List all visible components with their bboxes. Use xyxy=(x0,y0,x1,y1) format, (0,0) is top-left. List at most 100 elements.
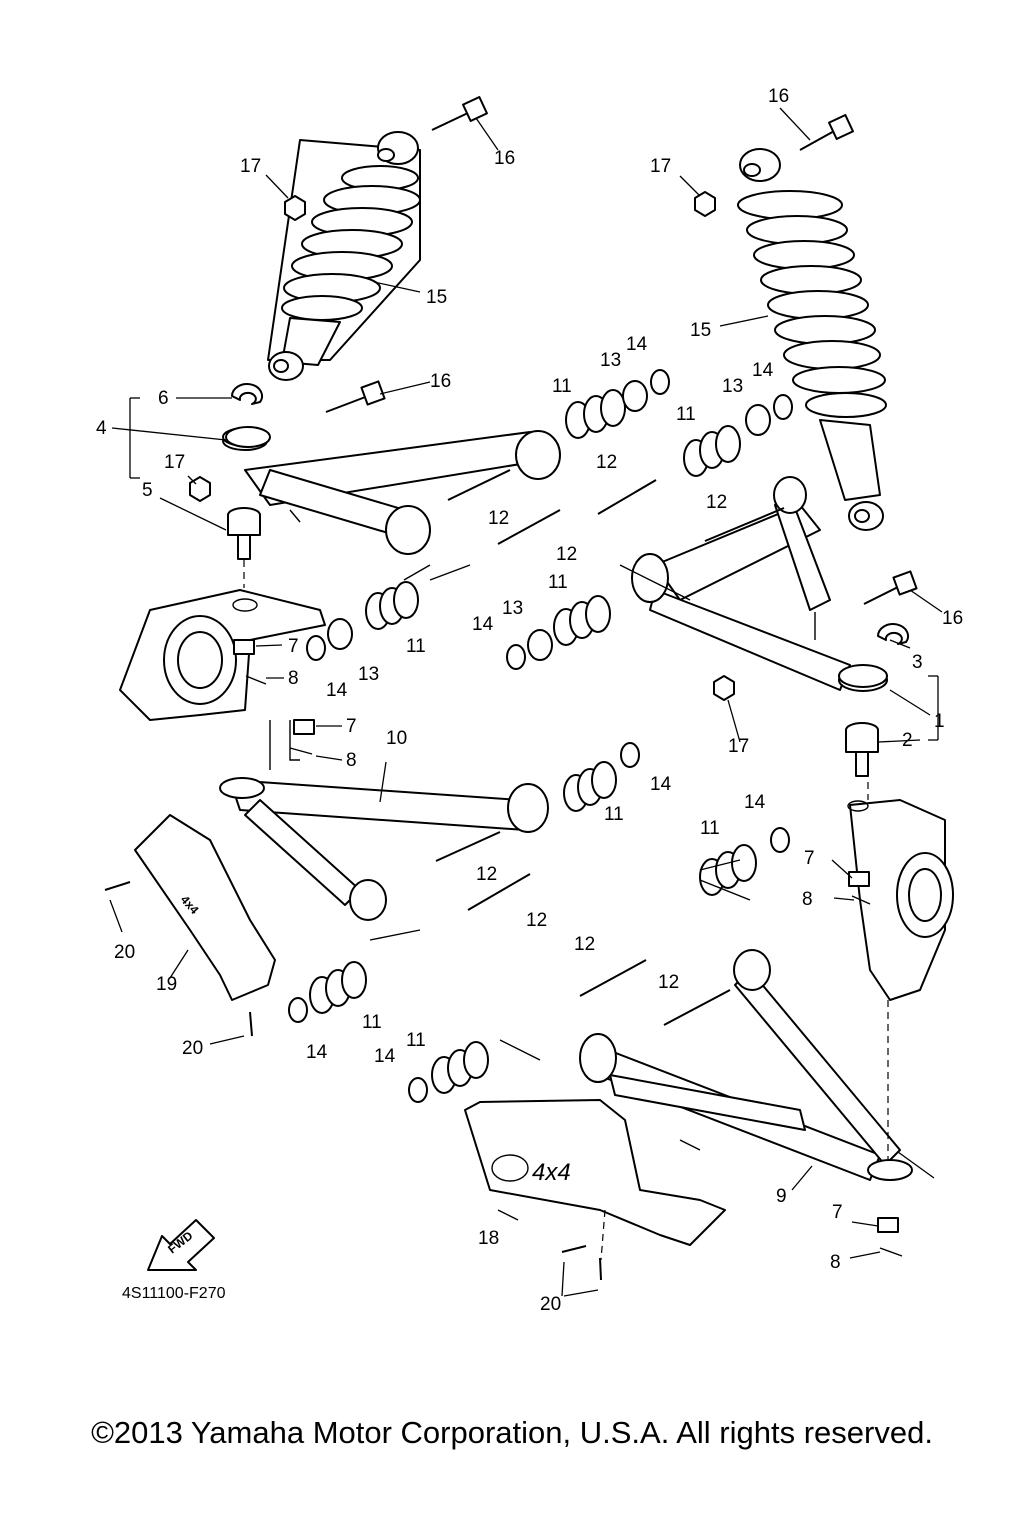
callout: 20 xyxy=(540,1294,561,1315)
callout: 8 xyxy=(830,1252,841,1273)
callout: 4 xyxy=(96,418,107,439)
callout: 17 xyxy=(650,156,671,177)
callout: 8 xyxy=(288,668,299,689)
callout: 13 xyxy=(502,598,523,619)
callout: 12 xyxy=(596,452,617,473)
copyright-notice: ©2013 Yamaha Motor Corporation, U.S.A. A… xyxy=(91,1415,933,1450)
bushing-set-lower-right-front xyxy=(408,1041,489,1103)
steering-knuckle-right xyxy=(847,799,954,1001)
pivot-bolts xyxy=(435,469,785,1026)
castle-nuts xyxy=(233,639,899,1233)
callout: 12 xyxy=(706,492,727,513)
callout: 13 xyxy=(722,376,743,397)
callout: 11 xyxy=(362,1012,382,1033)
nut-17-upper-left xyxy=(284,195,306,221)
callout: 14 xyxy=(472,614,494,635)
cotter-pins xyxy=(245,675,903,1257)
callout: 7 xyxy=(804,848,815,869)
callout: 9 xyxy=(776,1186,787,1207)
callout: 8 xyxy=(346,750,357,771)
callout: 11 xyxy=(552,376,572,397)
steering-knuckle-left xyxy=(119,589,326,721)
callout: 12 xyxy=(488,508,509,529)
callout-labels: 1 2 3 4 5 6 7 7 7 7 8 8 8 8 9 10 11 11 1… xyxy=(96,86,963,1315)
ball-joint-left xyxy=(227,507,261,560)
callout: 18 xyxy=(478,1228,499,1249)
callout: 17 xyxy=(164,452,185,473)
left-shock-absorber xyxy=(267,131,421,381)
callout: 3 xyxy=(912,652,923,673)
upper-right-a-arm xyxy=(631,476,888,692)
callout: 7 xyxy=(346,716,357,737)
leader-lines xyxy=(109,107,943,1297)
callout: 13 xyxy=(358,664,379,685)
suspension-exploded-diagram: 4x4 4x4 FWD 4S11100-F270 xyxy=(96,86,963,1315)
callout: 14 xyxy=(650,774,672,795)
boot-left xyxy=(225,426,271,448)
callout: 15 xyxy=(690,320,711,341)
bolts-20 xyxy=(104,881,602,1281)
connection-lines xyxy=(243,560,889,1261)
guard-18: 4x4 xyxy=(464,1099,726,1246)
callout: 12 xyxy=(556,544,577,565)
bushing-set-lower-left-rear xyxy=(288,961,367,1023)
callout: 16 xyxy=(430,371,451,392)
callout: 11 xyxy=(406,636,426,657)
callout: 11 xyxy=(604,804,624,825)
callout: 15 xyxy=(426,287,447,308)
callout: 8 xyxy=(802,889,813,910)
bolt-left-arm xyxy=(325,380,386,413)
callout: 10 xyxy=(386,728,407,749)
callout: 14 xyxy=(374,1046,396,1067)
nut-17-mid-right xyxy=(713,675,735,701)
callout: 19 xyxy=(156,974,177,995)
callout: 20 xyxy=(114,942,135,963)
callout: 16 xyxy=(768,86,789,107)
callout: 6 xyxy=(158,388,169,409)
callout: 11 xyxy=(548,572,568,593)
bolt-right-arm xyxy=(863,570,918,605)
callout: 14 xyxy=(626,334,648,355)
callout: 2 xyxy=(902,730,913,751)
callout: 12 xyxy=(574,934,595,955)
callout: 11 xyxy=(676,404,696,425)
callout: 5 xyxy=(142,480,153,501)
callout: 14 xyxy=(744,792,766,813)
bushing-set-upper-right-rear xyxy=(683,394,793,477)
bushing-set-upper-left-rear xyxy=(306,581,419,661)
circlip-right xyxy=(877,623,909,645)
guard-18-badge: 4x4 xyxy=(532,1159,571,1186)
guard-19: 4x4 xyxy=(134,814,276,1001)
drawing-code: 4S11100-F270 xyxy=(122,1285,226,1302)
right-shock-absorber xyxy=(737,148,887,531)
callout: 7 xyxy=(832,1202,843,1223)
callout: 17 xyxy=(728,736,749,757)
callout: 7 xyxy=(288,636,299,657)
bushing-set-upper-left-front xyxy=(565,369,670,439)
fwd-arrow: FWD xyxy=(147,1219,215,1271)
circlip-left xyxy=(231,383,263,405)
shock-bolt-upper-left xyxy=(431,96,488,131)
callout: 16 xyxy=(494,148,515,169)
callout: 14 xyxy=(326,680,348,701)
callout: 11 xyxy=(406,1030,426,1051)
nut-17-upper-right xyxy=(694,191,716,217)
callout: 1 xyxy=(934,711,945,732)
ball-joint-right xyxy=(845,722,879,777)
lower-right-a-arm xyxy=(579,949,913,1181)
callout: 13 xyxy=(600,350,621,371)
callout: 17 xyxy=(240,156,261,177)
callout: 16 xyxy=(942,608,963,629)
callout: 12 xyxy=(526,910,547,931)
callout: 14 xyxy=(752,360,774,381)
callout: 14 xyxy=(306,1042,328,1063)
callout: 12 xyxy=(476,864,497,885)
callout: 12 xyxy=(658,972,679,993)
bushing-set-lower-left-front xyxy=(563,742,640,812)
bushing-set-upper-right-front xyxy=(506,595,611,670)
shock-bolt-upper-right xyxy=(799,114,854,151)
callout: 20 xyxy=(182,1038,203,1059)
upper-left-a-arm xyxy=(222,427,561,555)
lower-left-a-arm xyxy=(219,777,549,921)
callout: 11 xyxy=(700,818,720,839)
